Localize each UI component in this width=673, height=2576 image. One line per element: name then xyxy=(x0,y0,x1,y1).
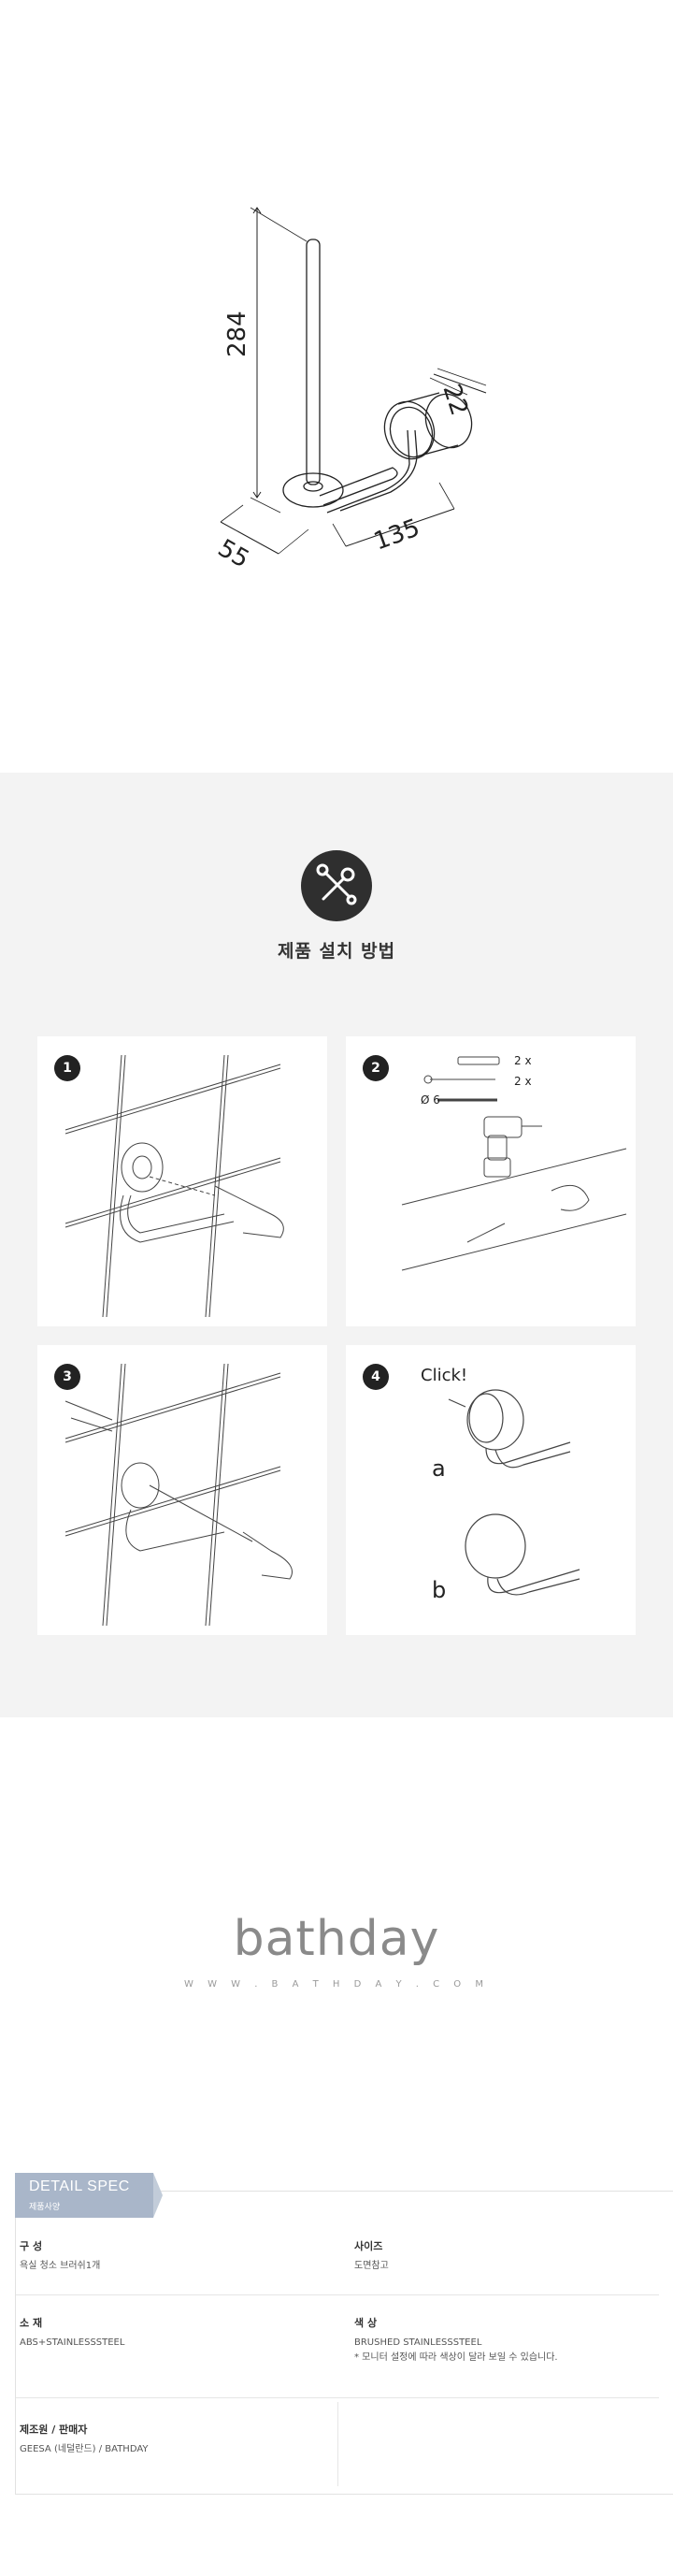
click-label: Click! xyxy=(421,1366,467,1385)
install-step-2: 2 x 2 x Ø 6 2 xyxy=(346,1036,636,1326)
dimension-drawing-section: 284 22 55 135 xyxy=(0,0,673,773)
variant-a-label: a xyxy=(432,1455,446,1482)
spec-maker: 제조원 / 판매자 GEESA (네덜란드) / BATHDAY xyxy=(20,2422,349,2457)
dimension-drawing: 284 22 55 135 xyxy=(213,207,487,574)
spec-table: 구 성 욕실 청소 브러쉬1개 사이즈 도면참고 소 재 ABS+STAINLE… xyxy=(15,2191,673,2495)
installation-title: 제품 설치 방법 xyxy=(277,941,396,962)
spec-divider xyxy=(16,2397,659,2398)
installation-section: 제품 설치 방법 1 xyxy=(0,773,673,1717)
install-step-3: 3 xyxy=(37,1345,327,1635)
color-label: 색 상 xyxy=(354,2317,378,2329)
depth-label: 55 xyxy=(213,534,254,574)
brand-section: bathday W W W . B A T H D A Y . C O M xyxy=(0,1717,673,2148)
composition-label: 구 성 xyxy=(20,2240,43,2252)
width-label: 135 xyxy=(370,514,423,556)
step-3-number: 3 xyxy=(54,1364,80,1390)
step-1-illustration xyxy=(64,1054,284,1318)
material-label: 소 재 xyxy=(20,2317,43,2329)
maker-label: 제조원 / 판매자 xyxy=(20,2424,88,2436)
step-2-illustration: 2 x 2 x Ø 6 xyxy=(401,1054,627,1271)
spec-size: 사이즈 도면참고 xyxy=(354,2238,673,2274)
detail-spec-subtitle: 제품사양 xyxy=(29,2203,61,2212)
spec-composition: 구 성 욕실 청소 브러쉬1개 xyxy=(20,2238,349,2274)
brand-logo: bathday xyxy=(233,1911,440,1967)
step-4-number: 4 xyxy=(363,1364,389,1390)
install-step-4: Click! a b 4 xyxy=(346,1345,636,1635)
step-1-number: 1 xyxy=(54,1055,80,1081)
color-value: BRUSHED STAINLESSSTEEL xyxy=(354,2337,482,2348)
height-label: 284 xyxy=(223,311,251,357)
detail-spec-tab: DETAIL SPEC 제품사양 xyxy=(15,2173,163,2218)
color-note: * 모니터 설정에 따라 색상이 달라 보일 수 있습니다. xyxy=(354,2352,558,2363)
variant-b-label: b xyxy=(432,1577,446,1603)
composition-value: 욕실 청소 브러쉬1개 xyxy=(20,2261,101,2271)
size-label: 사이즈 xyxy=(354,2240,383,2252)
tools-icon xyxy=(301,850,372,921)
spec-divider xyxy=(16,2294,659,2295)
maker-value: GEESA (네덜란드) / BATHDAY xyxy=(20,2444,149,2454)
step-4-illustration: Click! a b xyxy=(421,1366,580,1603)
spec-color: 색 상 BRUSHED STAINLESSSTEEL * 모니터 설정에 따라 … xyxy=(354,2315,673,2366)
anchor-qty: 2 x xyxy=(514,1054,532,1067)
spec-vertical-divider xyxy=(337,2402,338,2486)
size-value: 도면참고 xyxy=(354,2261,389,2271)
screw-qty: 2 x xyxy=(514,1075,532,1088)
install-step-1: 1 xyxy=(37,1036,327,1326)
spec-material: 소 재 ABS+STAINLESSSTEEL xyxy=(20,2315,349,2351)
detail-spec-section: 구 성 욕실 청소 브러쉬1개 사이즈 도면참고 소 재 ABS+STAINLE… xyxy=(0,2148,673,2576)
drill-size: Ø 6 xyxy=(421,1093,440,1107)
brand-url: W W W . B A T H D A Y . C O M xyxy=(184,1979,489,1990)
detail-spec-title: DETAIL SPEC xyxy=(29,2178,130,2194)
material-value: ABS+STAINLESSSTEEL xyxy=(20,2337,125,2348)
step-3-illustration xyxy=(64,1363,293,1627)
step-2-number: 2 xyxy=(363,1055,389,1081)
